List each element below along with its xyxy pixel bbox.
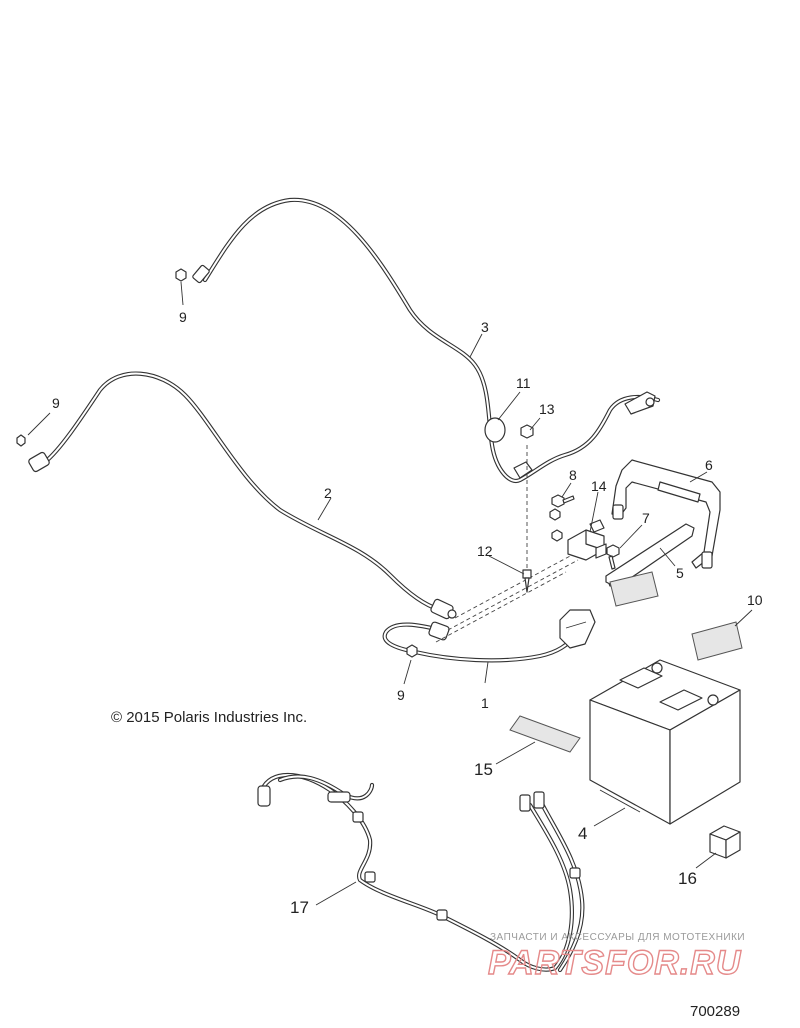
callout-14: 14: [591, 478, 607, 494]
nut-9-top: [175, 268, 187, 282]
callout-6: 6: [705, 457, 713, 473]
label-10: [691, 621, 743, 661]
callout-1: 1: [481, 695, 489, 711]
watermark-tagline: ЗАПЧАСТИ И АКСЕССУАРЫ ДЛЯ МОТОТЕХНИКИ: [490, 932, 745, 943]
nut-9-bottom: [406, 644, 418, 658]
callout-16: 16: [678, 869, 697, 888]
label-15: [509, 715, 581, 753]
bolt-8b: [549, 508, 563, 542]
screw-12: [522, 569, 532, 593]
callout-9-top: 9: [179, 309, 187, 325]
nut-9-left: [16, 434, 26, 447]
callout-5: 5: [676, 565, 684, 581]
harness-17: [257, 772, 585, 973]
battery-4: [589, 659, 741, 825]
block-16: [709, 825, 741, 859]
callout-9-bottom: 9: [397, 687, 405, 703]
cable-3: [192, 197, 661, 484]
callout-11: 11: [516, 375, 531, 391]
callout-8: 8: [569, 467, 577, 483]
hardware: [16, 268, 620, 658]
cable-2: [28, 371, 457, 620]
callout-4: 4: [578, 824, 587, 843]
callout-10: 10: [747, 592, 763, 608]
callout-12: 12: [477, 543, 493, 559]
label-sheets: [509, 571, 743, 753]
figure-number: 700289: [690, 1003, 740, 1020]
nut-13: [520, 424, 534, 439]
strap-6: [611, 459, 721, 569]
callout-3: 3: [481, 319, 489, 335]
callout-15: 15: [474, 760, 493, 779]
watermark: ЗАПЧАСТИ И АКСЕССУАРЫ ДЛЯ МОТОТЕХНИКИ PA…: [487, 932, 745, 983]
bolt-8: [551, 494, 575, 508]
bolt-7: [606, 544, 620, 570]
copyright-text: © 2015 Polaris Industries Inc.: [111, 709, 307, 726]
relay-14: [567, 519, 607, 561]
callout-9-left: 9: [52, 395, 60, 411]
watermark-brand: PARTSFOR.RU: [488, 944, 742, 982]
cable-1: [382, 609, 596, 663]
callout-13: 13: [539, 401, 555, 417]
callout-labels: 1 2 3 4 5 6 7 8 9 9 9 10 11 12 13 14 15 …: [52, 309, 763, 917]
callout-17: 17: [290, 898, 309, 917]
assembly-lines: [435, 445, 586, 643]
leader-lines: [27, 281, 753, 906]
callout-2: 2: [324, 485, 332, 501]
callout-7: 7: [642, 510, 650, 526]
label-near-5: [609, 571, 659, 607]
